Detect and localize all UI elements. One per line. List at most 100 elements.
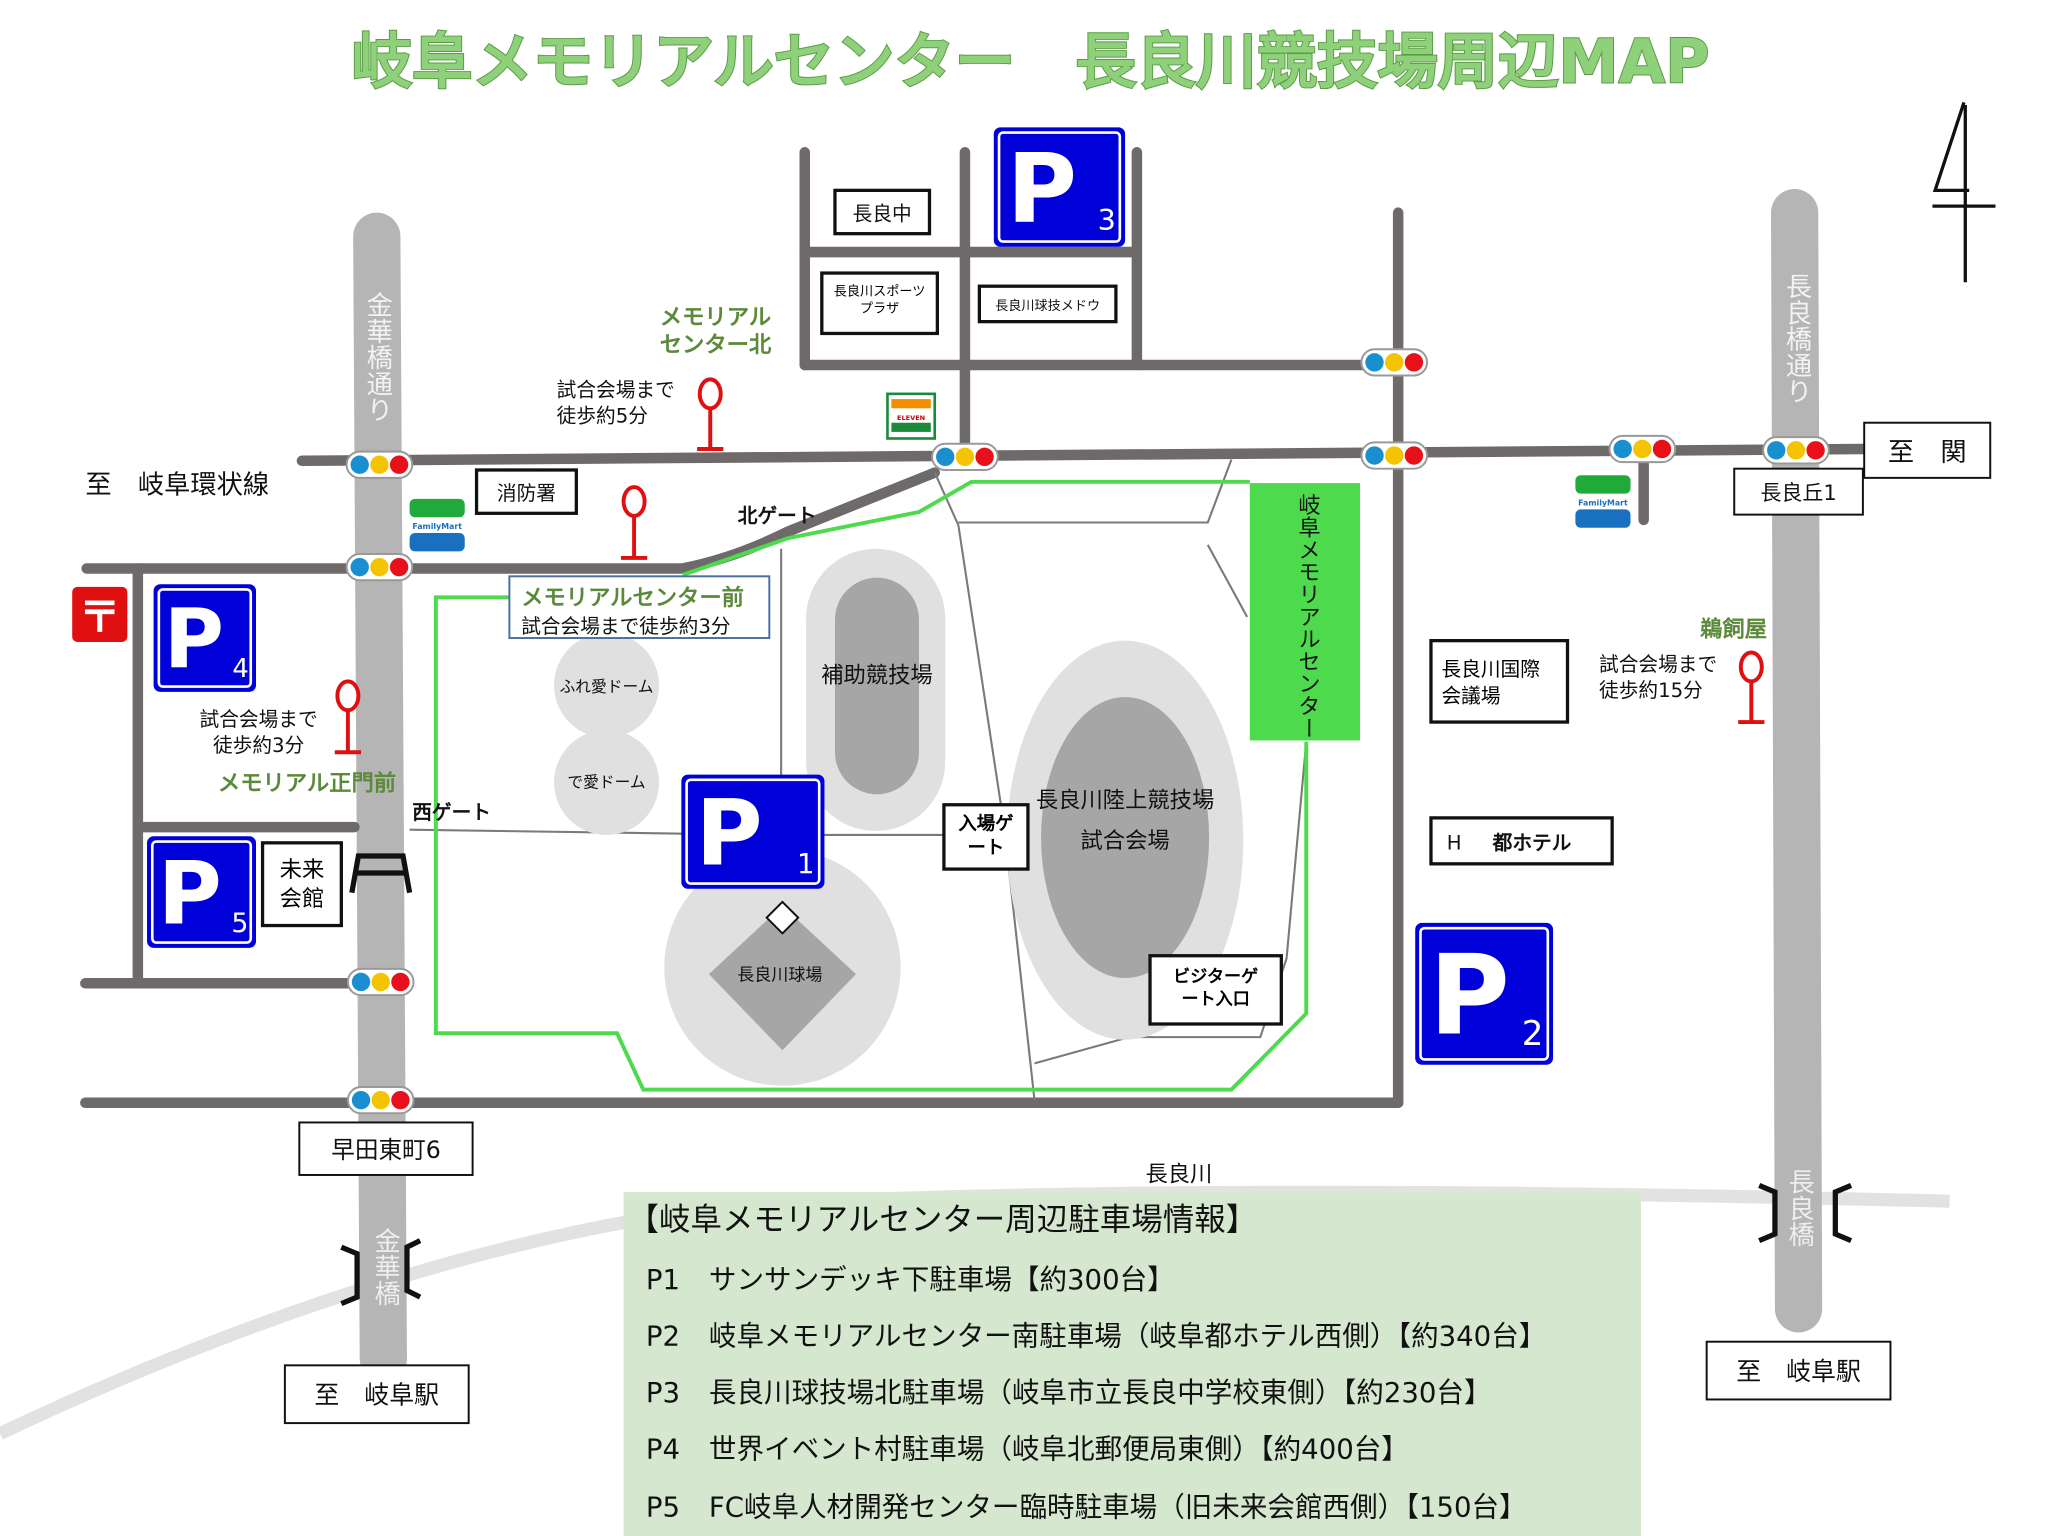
to-seki-label: 至 関 [1888,438,1967,468]
familymart-icon: FamilyMart [409,498,465,552]
traffic-light-icon [346,1086,415,1115]
visitor-gate-box [1148,954,1283,1026]
sports-plaza-box [820,271,939,336]
parking-sign-number: 3 [1098,203,1116,237]
deai-dome [554,729,660,835]
bus-stop-north-name: メモリアルセンター北 [659,304,772,359]
svg-text:FamilyMart: FamilyMart [1578,498,1628,507]
bus-stop-icon [1738,650,1765,725]
to-seki-box [1863,421,1992,479]
aux-field-track [834,577,919,795]
bus-stop-icon [697,377,724,451]
bus-stop-ukaiya-walk: 試合会場まで徒歩約15分 [1599,652,1718,703]
kinkabashi-bridge-icon [340,1238,422,1307]
to-gifu-station-right-box [1705,1340,1892,1401]
north-arrow-icon [1932,101,1996,283]
parking-sign-letter: P [1007,132,1077,244]
parking-sign-letter: P [1429,933,1510,1061]
svg-text:〒: 〒 [79,592,121,641]
parking-row-text: FC岐阜人材開発センター臨時駐車場（旧未来会館西側）【150台】 [709,1491,1527,1523]
bus-stop-main-gate-walk: 試合会場まで徒歩約3分 [199,707,318,758]
traffic-light-icon [931,442,999,471]
bus-stop-north-walk: 試合会場まで徒歩約5分 [556,378,675,428]
map-title: 岐阜メモリアルセンター 長良川競技場周辺MAP [352,28,1710,98]
bus-stop-main-gate-name: メモリアル正門前 [218,769,396,796]
memorial-center-boundary [433,479,1309,1092]
entry-gate-box [942,803,1030,871]
bus-stop-icon [334,679,362,755]
north-gate-label: 北ゲート [738,505,817,528]
bus-stop-front-walk: 試合会場まで徒歩約3分 [521,615,730,638]
venue-paths [409,459,1308,1101]
parking-info-heading: 【岐阜メモリアルセンター周辺駐車場情報】 [628,1202,1258,1238]
convention-box [1429,639,1570,724]
baseball-diamond [708,905,856,1051]
parking-row-id: P5 [646,1491,680,1523]
fire-station-label: 消防署 [497,482,556,505]
traffic-light-icon [1360,441,1429,470]
bus-stop-icon [620,485,648,560]
parking-row-id: P3 [646,1377,680,1409]
hotel-h-label: H [1447,831,1462,854]
svg-text:FamilyMart: FamilyMart [412,522,462,531]
stadium-field [1041,697,1210,979]
kinkabashi-dori-label: 金華橋通り [362,291,393,422]
wasada-label: 早田東町6 [331,1136,441,1164]
mirai-kaikan-box [260,841,343,928]
nagaraoka-box [1733,467,1864,516]
post-office-icon: 〒 [72,586,128,642]
parking-row-text: 岐阜メモリアルセンター南駐車場（岐阜都ホテル西側）【約340台】 [709,1321,1546,1353]
parking-sign-number: 5 [231,908,248,939]
road-network [80,147,1870,1109]
parking-sign-number: 2 [1522,1014,1544,1054]
mirai-kaikan-label: 未来会館 [279,857,325,913]
mirai-bridge-icon [349,853,413,894]
bus-stops [334,377,1765,755]
convention-label: 長良川国際会議場 [1441,657,1540,708]
seven-eleven-icon: ELEVEN [886,392,937,440]
meadow-label: 長良川球技メドウ [995,298,1100,314]
baseball-label: 長良川球場 [737,966,822,986]
bus-stop-front-box [508,575,771,640]
to-gifu-station-right-label: 至 岐阜駅 [1736,1357,1861,1386]
nagara-chu-box [833,188,932,236]
parking-sign-letter: P [696,780,763,887]
nagarabashi-label: 長良橋 [1784,1168,1815,1247]
svg-text:ELEVEN: ELEVEN [897,414,925,422]
traffic-light-icon [345,553,414,582]
traffic-light-icon [1762,436,1830,465]
fureai-dome [554,632,660,738]
aux-field-label: 補助競技場 [821,663,933,689]
nagaraoka-label: 長良丘1 [1760,481,1836,505]
meadow-box [977,284,1118,324]
traffic-lights [345,348,1830,1115]
parking-row-text: サンサンデッキ下駐車場【約300台】 [709,1264,1175,1296]
parking-sign-letter: P [164,593,224,688]
nagarabashi-dori-road [1770,189,1823,1333]
parking-row-id: P1 [646,1264,680,1296]
nagarabashi-dori-label: 長良橋通り [1781,273,1812,404]
west-gate-label: 西ゲート [412,801,491,824]
traffic-light-icon [1608,434,1677,464]
sports-plaza-label: 長良川スポーツプラザ [833,284,926,317]
parking-info-panel [623,1192,1642,1536]
bus-stop-ukaiya-name: 鵜飼屋 [1699,616,1767,643]
to-gifu-station-left-box [283,1364,470,1425]
river-label: 長良川 [1145,1162,1212,1188]
parking-sign-number: 4 [232,654,248,684]
fire-station-box [474,468,578,515]
parking-row-id: P2 [646,1321,680,1353]
hotel-label: 都ホテル [1492,831,1572,854]
fureai-dome-label: ふれ愛ドーム [560,677,654,696]
parking-sign-letter: P [158,842,222,944]
to-kanjosen-label: 至 岐阜環状線 [85,471,269,501]
memorial-center-label-box [1249,483,1361,741]
traffic-light-icon [346,967,415,997]
